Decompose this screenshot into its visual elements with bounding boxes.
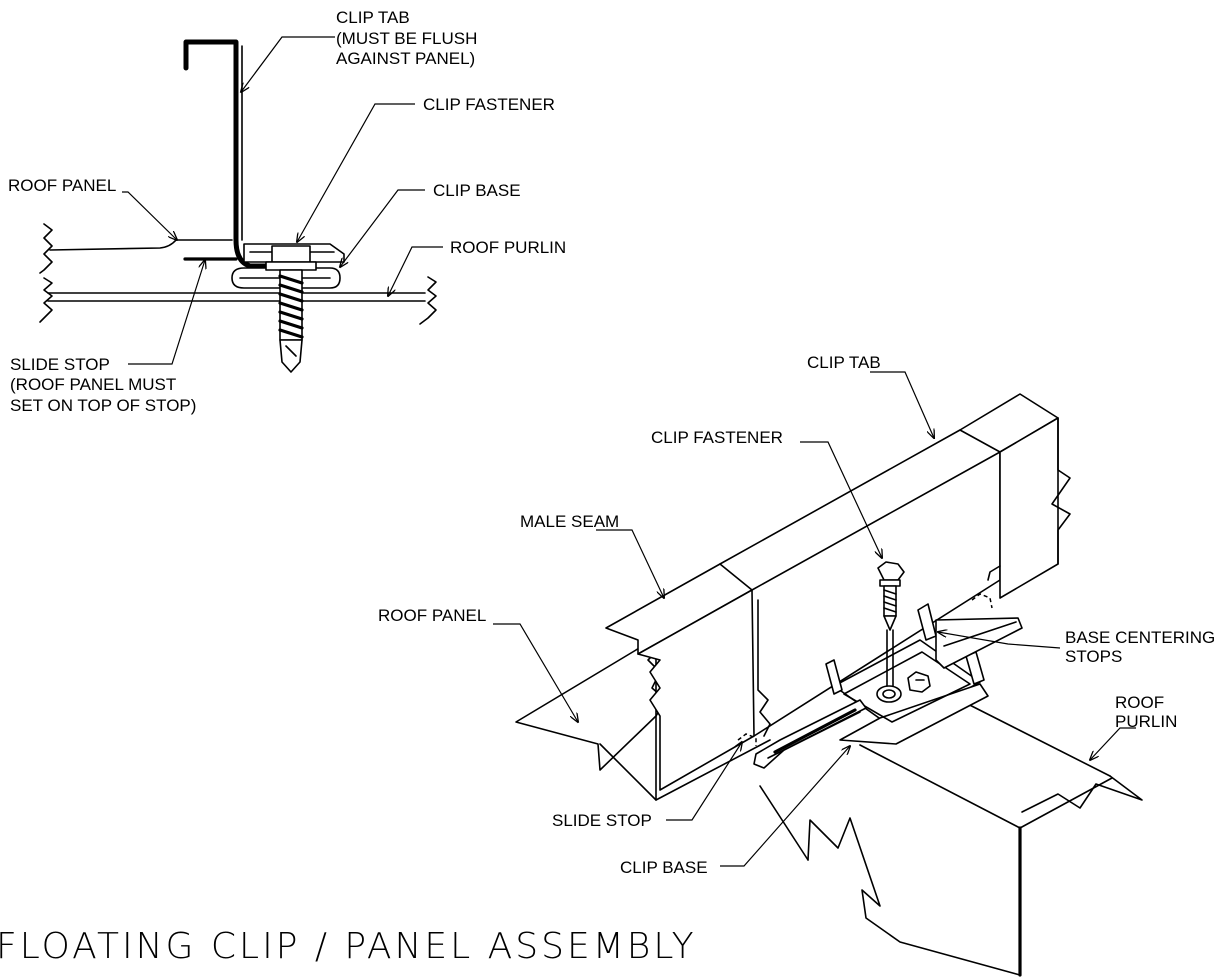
label-iso-clip-base: CLIP BASE — [620, 858, 708, 877]
label-section-clip-tab-3: AGAINST PANEL) — [336, 49, 475, 68]
label-section-clip-fastener: CLIP FASTENER — [423, 95, 555, 114]
section-clip-tab — [183, 39, 273, 269]
iso-clip-fastener — [877, 561, 905, 687]
iso-clip-base — [753, 603, 1023, 769]
iso-slide-stop-left — [737, 733, 757, 746]
label-section-slide-stop-3: SET ON TOP OF STOP) — [10, 396, 196, 415]
section-view: CLIP TAB (MUST BE FLUSH AGAINST PANEL) C… — [8, 8, 566, 415]
label-section-slide-stop-1: SLIDE STOP — [10, 355, 110, 374]
label-iso-clip-tab: CLIP TAB — [807, 353, 881, 372]
label-iso-male-seam: MALE SEAM — [520, 512, 619, 531]
iso-clip-tab — [959, 393, 1071, 599]
label-iso-base-centering-stops-1: BASE CENTERING — [1065, 628, 1215, 647]
label-section-clip-tab-1: CLIP TAB — [336, 8, 410, 27]
label-section-roof-panel: ROOF PANEL — [8, 176, 116, 195]
iso-slide-stop-right — [971, 593, 993, 609]
label-iso-slide-stop: SLIDE STOP — [552, 811, 652, 830]
label-section-roof-purlin: ROOF PURLIN — [450, 238, 566, 257]
label-iso-roof-purlin-2: PURLIN — [1115, 712, 1177, 731]
drawing-title: FLOATING CLIP / PANEL ASSEMBLY — [0, 926, 697, 967]
label-iso-roof-purlin-1: ROOF — [1115, 693, 1164, 712]
label-section-clip-base: CLIP BASE — [433, 181, 521, 200]
iso-male-seam — [605, 429, 1001, 791]
label-iso-base-centering-stops-2: STOPS — [1065, 647, 1122, 666]
iso-roof-panel — [515, 637, 771, 801]
section-clip-fastener — [265, 245, 317, 373]
section-roof-purlin — [39, 276, 437, 325]
label-section-slide-stop-2: (ROOF PANEL MUST — [10, 375, 176, 394]
label-iso-clip-fastener: CLIP FASTENER — [651, 428, 783, 447]
label-section-clip-tab-2: (MUST BE FLUSH — [336, 29, 477, 48]
label-iso-roof-panel: ROOF PANEL — [378, 606, 486, 625]
section-roof-panel — [39, 223, 238, 274]
isometric-view: CLIP TAB CLIP FASTENER MALE SEAM ROOF PA… — [378, 353, 1215, 977]
